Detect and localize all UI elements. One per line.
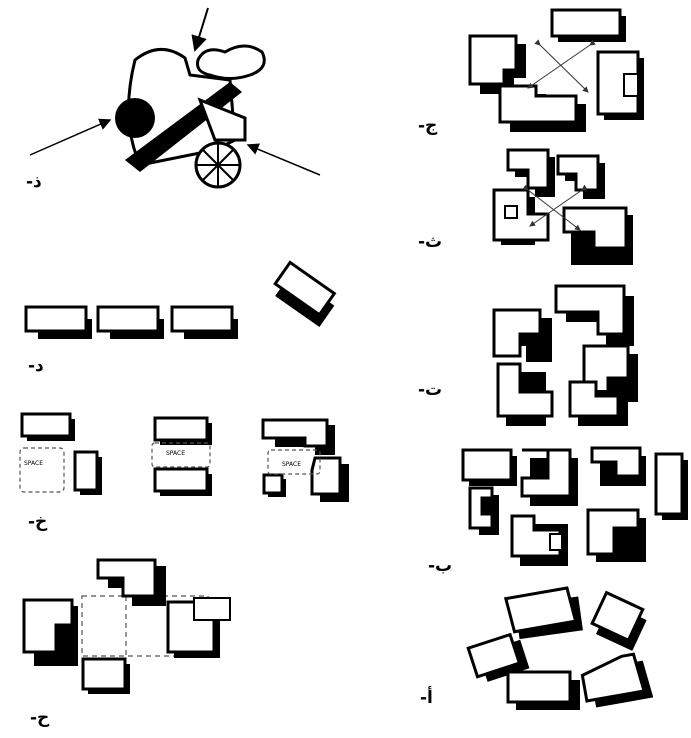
space-label: SPACE <box>166 450 185 457</box>
figure-jim <box>470 10 644 132</box>
label-dhal: ذ- <box>26 172 42 192</box>
figure-alif <box>468 587 653 710</box>
figure-ba <box>463 448 688 566</box>
figure-dhal <box>30 8 320 187</box>
block <box>26 307 92 339</box>
figure-dal <box>26 262 340 339</box>
label-jim: ج- <box>418 116 437 136</box>
label-ta: ت- <box>418 380 442 400</box>
block <box>98 307 164 339</box>
space-label: SPACE <box>282 461 301 468</box>
label-alif: أ- <box>420 688 433 708</box>
label-kha: خ- <box>28 512 47 532</box>
label-ha: ح- <box>30 708 49 728</box>
space-label: SPACE <box>24 460 43 467</box>
figure-ta <box>494 286 638 426</box>
figure-tha <box>494 150 633 265</box>
figure-ha <box>24 560 230 694</box>
block <box>172 307 238 339</box>
label-ba: ب- <box>428 556 452 576</box>
label-tha: ث- <box>418 232 442 252</box>
tilted-block <box>269 262 340 326</box>
figure-kha: SPACE SPACE SPACE <box>20 414 349 502</box>
label-dal: د- <box>28 356 44 376</box>
